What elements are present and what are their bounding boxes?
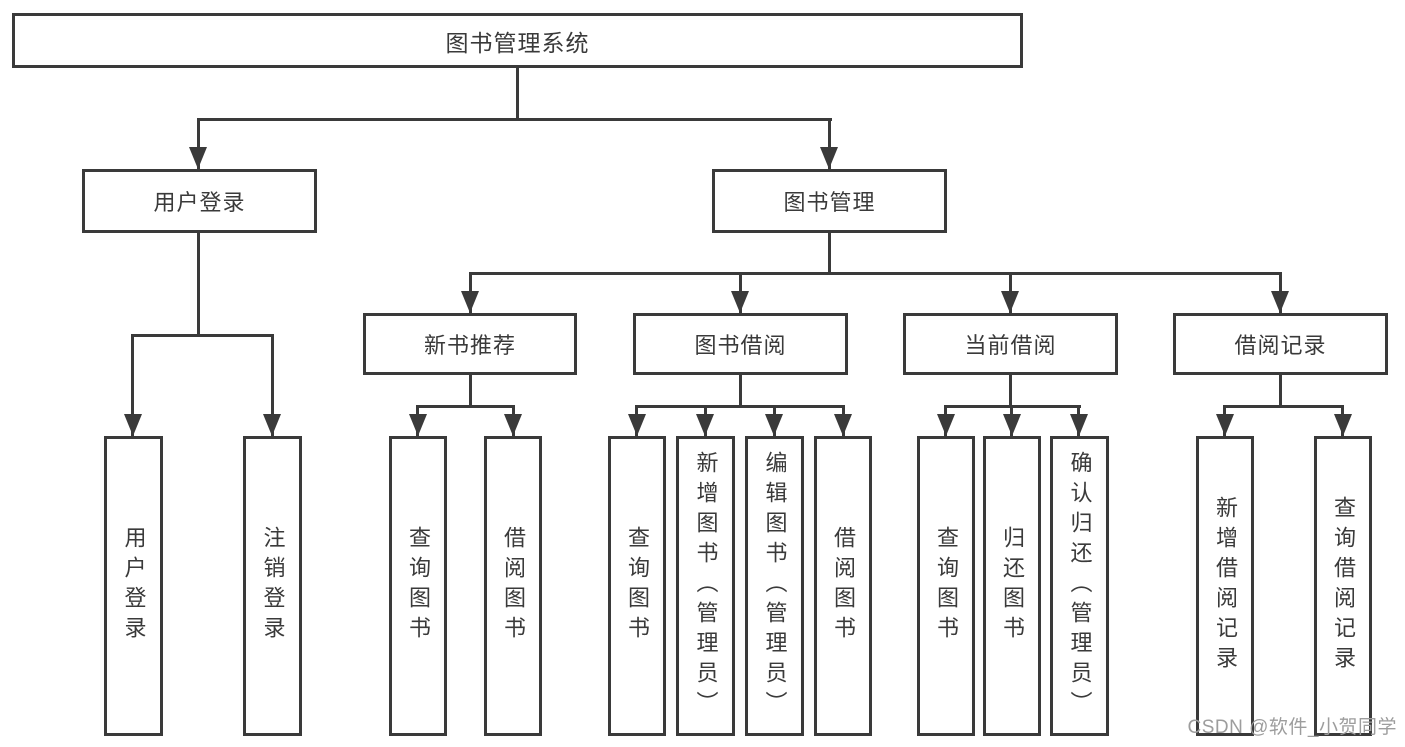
- leaf-query-books-2: 查询图书: [608, 436, 666, 736]
- arrowhead-query-books-3: [937, 414, 955, 436]
- node-root-system: 图书管理系统: [12, 13, 1023, 68]
- leaf-borrow-books-2: 借阅图书: [814, 436, 872, 736]
- leaf-add-books-admin-label: 新增图书（管理员）: [693, 451, 719, 721]
- connector-borrowrecords-stem: [1279, 375, 1282, 406]
- leaf-add-borrow-record: 新增借阅记录: [1196, 436, 1254, 736]
- connector-bookmgmt-bar: [469, 272, 1282, 275]
- arrowhead-query-books-1: [409, 414, 427, 436]
- connector-newbook-stem: [469, 375, 472, 406]
- connector-bookmgmt-stem: [828, 233, 831, 273]
- arrowhead-borrow-books-2: [834, 414, 852, 436]
- arrowhead-user-login: [189, 147, 207, 169]
- leaf-query-books-1-label: 查询图书: [406, 526, 431, 646]
- leaf-edit-books-admin: 编辑图书（管理员）: [745, 436, 804, 736]
- connector-newbook-bar: [416, 405, 515, 408]
- arrowhead-add-books: [696, 414, 714, 436]
- connector-userlogin-stem: [197, 233, 200, 335]
- arrowhead-add-record: [1216, 414, 1234, 436]
- connector-root-stem: [516, 68, 519, 119]
- leaf-add-borrow-record-label: 新增借阅记录: [1213, 496, 1238, 676]
- arrowhead-query-books-2: [628, 414, 646, 436]
- node-book-borrow: 图书借阅: [633, 313, 848, 375]
- leaf-query-books-1: 查询图书: [389, 436, 447, 736]
- arrowhead-book-borrow: [731, 291, 749, 313]
- node-borrow-records: 借阅记录: [1173, 313, 1388, 375]
- node-root-label: 图书管理系统: [445, 29, 590, 56]
- connector-borrowrecords-bar: [1223, 405, 1344, 408]
- node-user-login-label: 用户登录: [153, 190, 246, 215]
- leaf-query-books-3-label: 查询图书: [934, 526, 959, 646]
- node-current-borrow-label: 当前借阅: [964, 333, 1057, 358]
- leaf-confirm-return-admin: 确认归还（管理员）: [1050, 436, 1109, 736]
- arrowhead-current-borrow: [1001, 291, 1019, 313]
- arrowhead-borrow-records: [1271, 291, 1289, 313]
- leaf-edit-books-admin-label: 编辑图书（管理员）: [762, 451, 788, 721]
- connector-userlogin-bar: [131, 334, 274, 337]
- connector-drop-leaf-logout: [271, 334, 274, 436]
- connector-currentborrow-stem: [1009, 375, 1012, 406]
- node-borrow-records-label: 借阅记录: [1234, 333, 1327, 358]
- leaf-logout: 注销登录: [243, 436, 302, 736]
- node-book-borrow-label: 图书借阅: [694, 333, 787, 358]
- arrowhead-leaf-user-login: [124, 414, 142, 436]
- arrowhead-borrow-books-1: [504, 414, 522, 436]
- arrowhead-new-book: [461, 291, 479, 313]
- leaf-user-login: 用户登录: [104, 436, 163, 736]
- node-book-management-label: 图书管理: [783, 190, 876, 215]
- connector-bookborrow-stem: [739, 375, 742, 406]
- arrowhead-leaf-logout: [263, 414, 281, 436]
- connector-drop-leaf-user-login: [131, 334, 134, 436]
- connector-bookborrow-bar: [635, 405, 845, 408]
- leaf-confirm-return-admin-label: 确认归还（管理员）: [1067, 451, 1093, 721]
- leaf-return-books-label: 归还图书: [1000, 526, 1025, 646]
- arrowhead-query-record: [1334, 414, 1352, 436]
- leaf-return-books: 归还图书: [983, 436, 1041, 736]
- node-user-login: 用户登录: [82, 169, 317, 233]
- leaf-borrow-books-1: 借阅图书: [484, 436, 542, 736]
- csdn-watermark: CSDN @软件_小贺同学: [1187, 717, 1397, 738]
- arrowhead-book-management: [820, 147, 838, 169]
- leaf-borrow-books-2-label: 借阅图书: [831, 526, 856, 646]
- leaf-query-books-2-label: 查询图书: [625, 526, 650, 646]
- connector-drop-book-management: [828, 118, 831, 169]
- node-new-book-recommend-label: 新书推荐: [423, 333, 516, 358]
- arrowhead-return-books: [1003, 414, 1021, 436]
- arrowhead-edit-books: [765, 414, 783, 436]
- leaf-add-books-admin: 新增图书（管理员）: [676, 436, 735, 736]
- leaf-logout-label: 注销登录: [260, 526, 286, 646]
- node-book-management: 图书管理: [712, 169, 947, 233]
- node-current-borrow: 当前借阅: [903, 313, 1118, 375]
- leaf-query-borrow-record-label: 查询借阅记录: [1331, 496, 1356, 676]
- connector-root-bar: [197, 118, 832, 121]
- leaf-user-login-label: 用户登录: [121, 526, 147, 646]
- leaf-borrow-books-1-label: 借阅图书: [501, 526, 526, 646]
- connector-drop-user-login: [197, 118, 200, 169]
- arrowhead-confirm-return: [1070, 414, 1088, 436]
- node-new-book-recommend: 新书推荐: [363, 313, 577, 375]
- leaf-query-borrow-record: 查询借阅记录: [1314, 436, 1372, 736]
- leaf-query-books-3: 查询图书: [917, 436, 975, 736]
